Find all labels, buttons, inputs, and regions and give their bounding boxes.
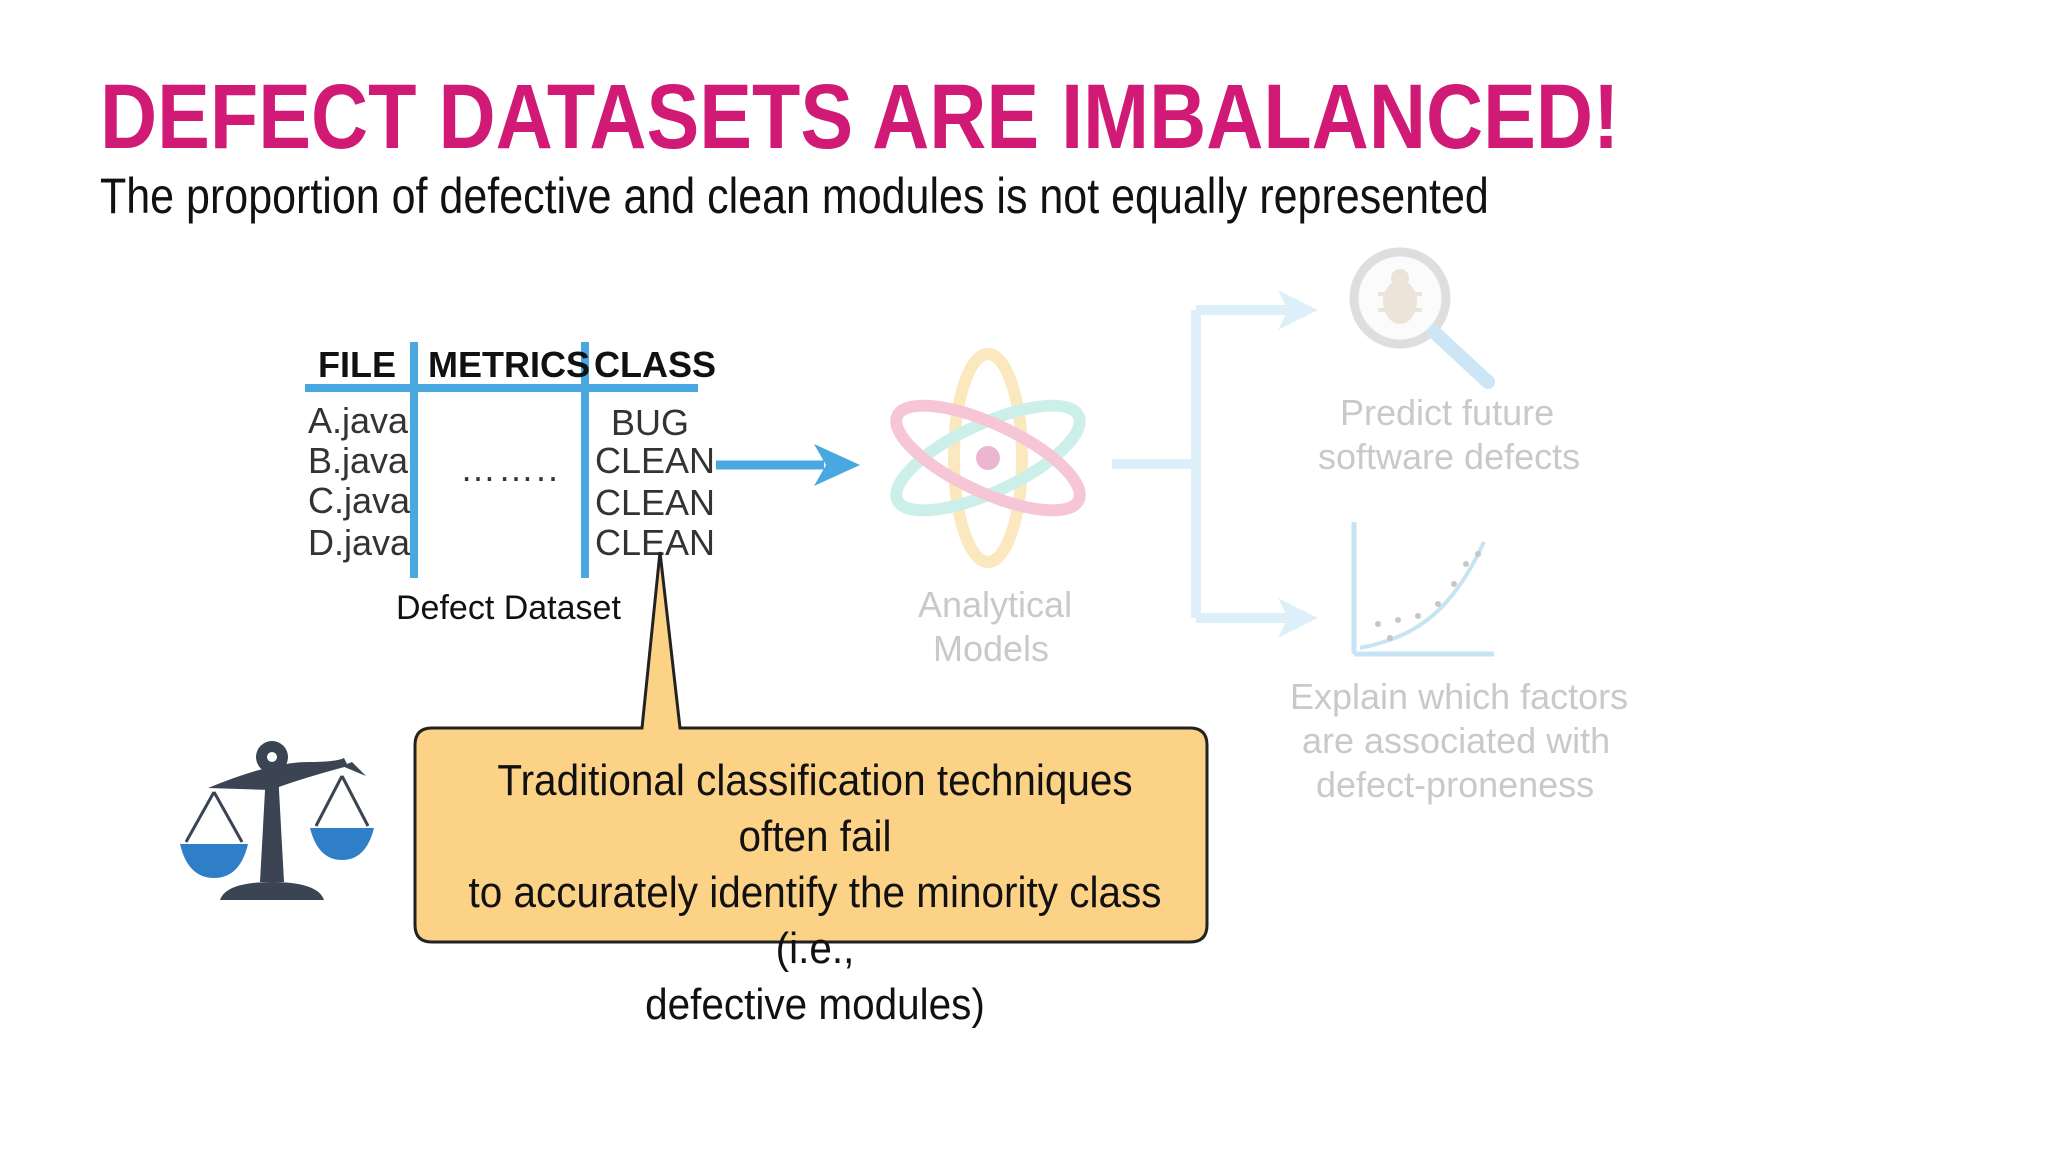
table-file-cell: C.java [308, 480, 411, 521]
explain-label-line3: defect-proneness [1316, 764, 1595, 805]
callout-line: Traditional classification techniques of… [497, 756, 1133, 861]
predict-label-line1: Predict future [1340, 392, 1555, 433]
trend-chart-icon [1351, 522, 1494, 657]
predict-label-line2: software defects [1318, 436, 1581, 477]
table-metrics-placeholder: …….. [460, 448, 561, 489]
table-file-cell: A.java [308, 400, 409, 441]
slide-title: DEFECT DATASETS ARE IMBALANCED! [100, 66, 1620, 168]
table-class-cell: CLEAN [595, 522, 716, 563]
models-label-line1: Analytical [918, 584, 1073, 625]
table-file-cell: B.java [308, 440, 409, 481]
bug-magnifier-icon [1349, 247, 1495, 389]
table-class-cell: CLEAN [595, 482, 716, 523]
table-class-cell: BUG [611, 402, 690, 443]
slide-subtitle: The proportion of defective and clean mo… [100, 168, 1489, 224]
arrow-right-icon [716, 444, 860, 486]
table-header-metrics: METRICS [428, 344, 590, 385]
balance-scale-icon [180, 741, 374, 900]
callout-text: Traditional classification techniques of… [452, 753, 1179, 1033]
callout-line: to accurately identify the minority clas… [468, 868, 1162, 973]
table-file-cell: D.java [308, 522, 411, 563]
explain-label-line1: Explain which factors [1290, 676, 1629, 717]
explain-label-line2: are associated with [1302, 720, 1611, 761]
table-class-cell: CLEAN [595, 440, 716, 481]
branch-arrows [1112, 290, 1318, 638]
callout-line: defective modules) [645, 980, 985, 1029]
models-label-line2: Models [933, 628, 1050, 669]
atom-icon [890, 348, 1086, 568]
table-caption: Defect Dataset [396, 589, 621, 627]
table-header-file: FILE [318, 344, 396, 385]
table-header-class: CLASS [594, 344, 717, 385]
